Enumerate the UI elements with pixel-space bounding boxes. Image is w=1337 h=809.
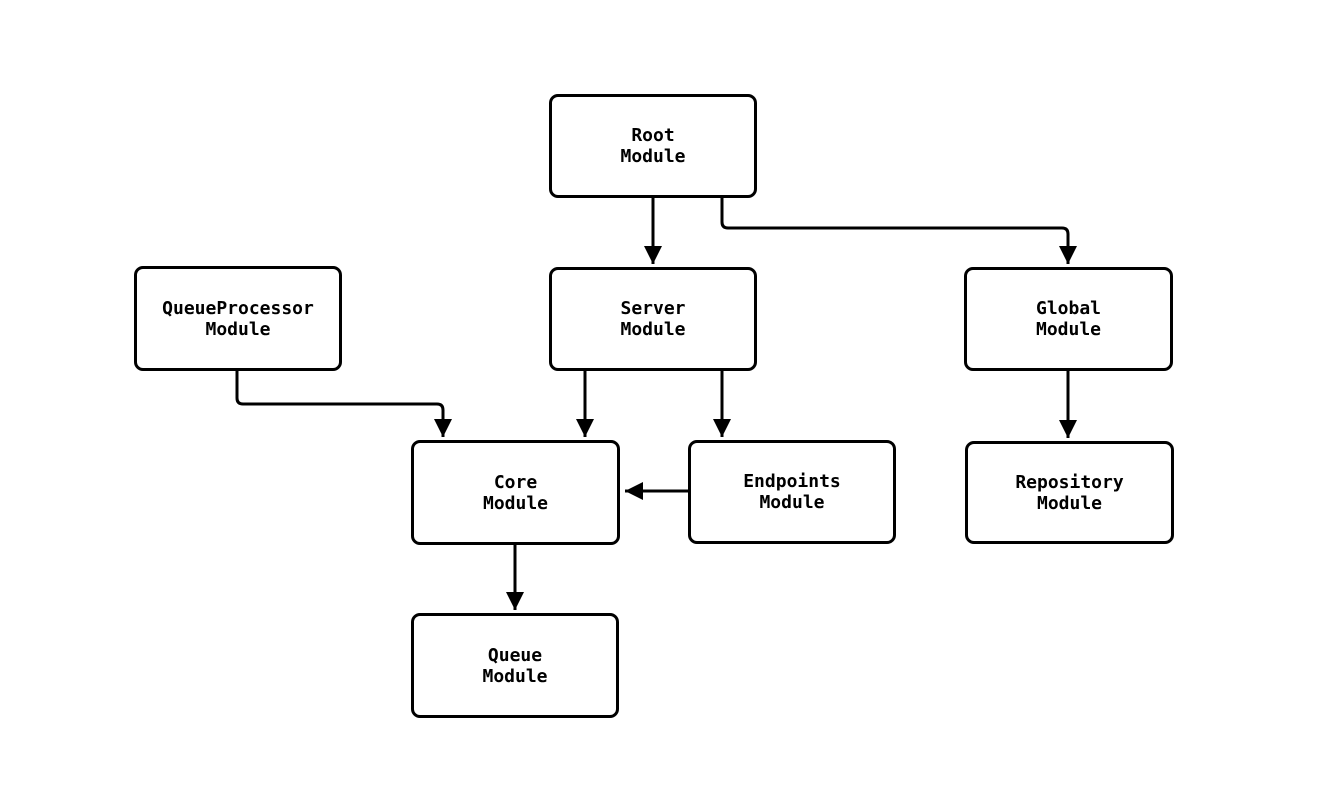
node-global-module: Global Module	[964, 267, 1173, 371]
node-endpoints-module: Endpoints Module	[688, 440, 896, 544]
node-server-module: Server Module	[549, 267, 757, 371]
node-repository-module: Repository Module	[965, 441, 1174, 544]
node-core-module: Core Module	[411, 440, 620, 545]
node-root-module: Root Module	[549, 94, 757, 198]
edge-queueprocessor-to-core	[235, 371, 452, 437]
node-queue-module: Queue Module	[411, 613, 619, 718]
edge-root-to-global	[720, 198, 1077, 264]
node-queueprocessor-module: QueueProcessor Module	[134, 266, 342, 371]
